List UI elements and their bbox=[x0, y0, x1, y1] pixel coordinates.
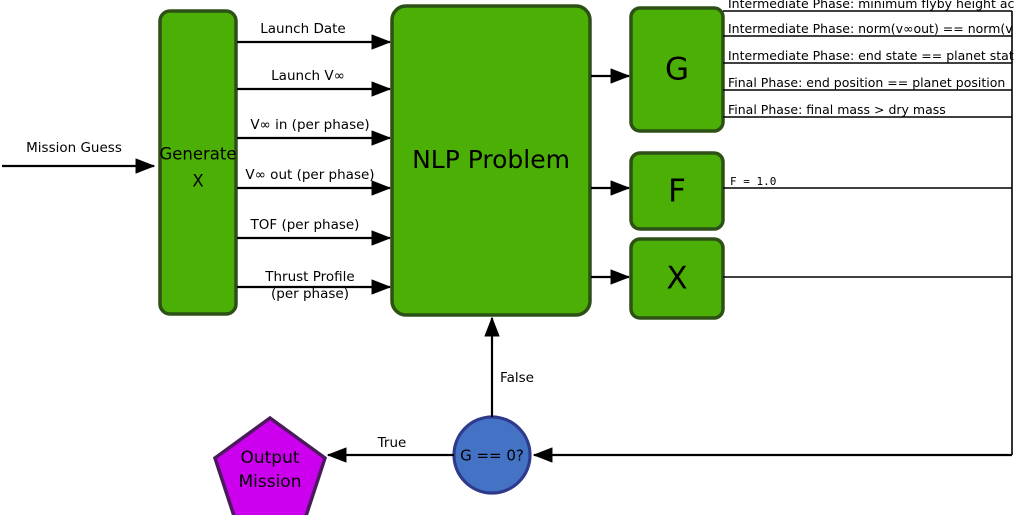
node-f[interactable]: F bbox=[629, 151, 725, 231]
output-mission-label-line2: Mission bbox=[238, 472, 301, 492]
node-nlp-problem[interactable]: NLP Problem bbox=[390, 4, 592, 317]
edge-launch-date: Launch Date bbox=[237, 21, 392, 50]
generate-x-label-line2: X bbox=[192, 172, 203, 191]
generate-x-box[interactable] bbox=[158, 9, 238, 316]
decision-label: G == 0? bbox=[460, 447, 524, 465]
output-mission-label-line1: Output bbox=[240, 448, 299, 468]
edge-vinf-in: V∞ in (per phase) bbox=[237, 117, 392, 146]
edge-launch-vinf: Launch V∞ bbox=[237, 68, 392, 97]
objective-line-group: F = 1.0 bbox=[723, 175, 1012, 189]
f-box-label: F bbox=[668, 174, 686, 210]
node-g[interactable]: G bbox=[629, 6, 725, 133]
edge-label-vinf-in: V∞ in (per phase) bbox=[250, 117, 369, 133]
node-decision[interactable]: G == 0? bbox=[452, 415, 532, 495]
edge-label-thrust-profile-line2: (per phase) bbox=[271, 286, 349, 302]
x-box[interactable] bbox=[629, 237, 725, 320]
node-generate-x[interactable]: Generate X bbox=[158, 9, 238, 316]
edge-label-launch-date: Launch Date bbox=[260, 21, 345, 37]
node-output-mission[interactable]: Output Mission bbox=[212, 415, 328, 515]
g-box-label: G bbox=[665, 52, 689, 88]
edge-label-vinf-out: V∞ out (per phase) bbox=[245, 167, 374, 183]
edge-thrust-profile: Thrust Profile (per phase) bbox=[237, 269, 392, 302]
edge-false-to-nlp: False bbox=[484, 316, 534, 417]
objective-label: F = 1.0 bbox=[730, 175, 776, 188]
constraint-label-2: Intermediate Phase: norm(v∞out) == norm(… bbox=[728, 21, 1014, 36]
nlp-problem-label: NLP Problem bbox=[412, 145, 570, 174]
x-box-label: X bbox=[666, 261, 687, 297]
edge-mission-guess: Mission Guess bbox=[2, 140, 156, 174]
f-box[interactable] bbox=[629, 151, 725, 231]
edge-true-to-output: True bbox=[326, 435, 454, 463]
g-box[interactable] bbox=[629, 6, 725, 133]
edge-label-true: True bbox=[377, 435, 407, 451]
constraint-label-4: Final Phase: end position == planet posi… bbox=[728, 75, 1005, 90]
nlp-problem-box[interactable] bbox=[390, 4, 592, 317]
constraint-label-3: Intermediate Phase: end state == planet … bbox=[728, 48, 1014, 63]
edge-label-thrust-profile-line1: Thrust Profile bbox=[264, 269, 355, 285]
output-mission-pentagon[interactable] bbox=[212, 415, 328, 515]
edge-label-false: False bbox=[500, 370, 534, 386]
constraint-label-1: Intermediate Phase: minimum flyby height… bbox=[728, 0, 1014, 11]
constraint-lines-group: Intermediate Phase: minimum flyby height… bbox=[723, 0, 1014, 118]
edge-vinf-out: V∞ out (per phase) bbox=[237, 167, 392, 196]
edge-label-tof: TOF (per phase) bbox=[250, 217, 360, 233]
edge-label-mission-guess: Mission Guess bbox=[26, 140, 122, 156]
edge-tof: TOF (per phase) bbox=[237, 217, 392, 246]
constraint-label-5: Final Phase: final mass > dry mass bbox=[728, 102, 946, 117]
edge-label-launch-vinf: Launch V∞ bbox=[271, 68, 345, 84]
generate-x-label-line1: Generate bbox=[159, 145, 236, 164]
node-x[interactable]: X bbox=[629, 237, 725, 320]
